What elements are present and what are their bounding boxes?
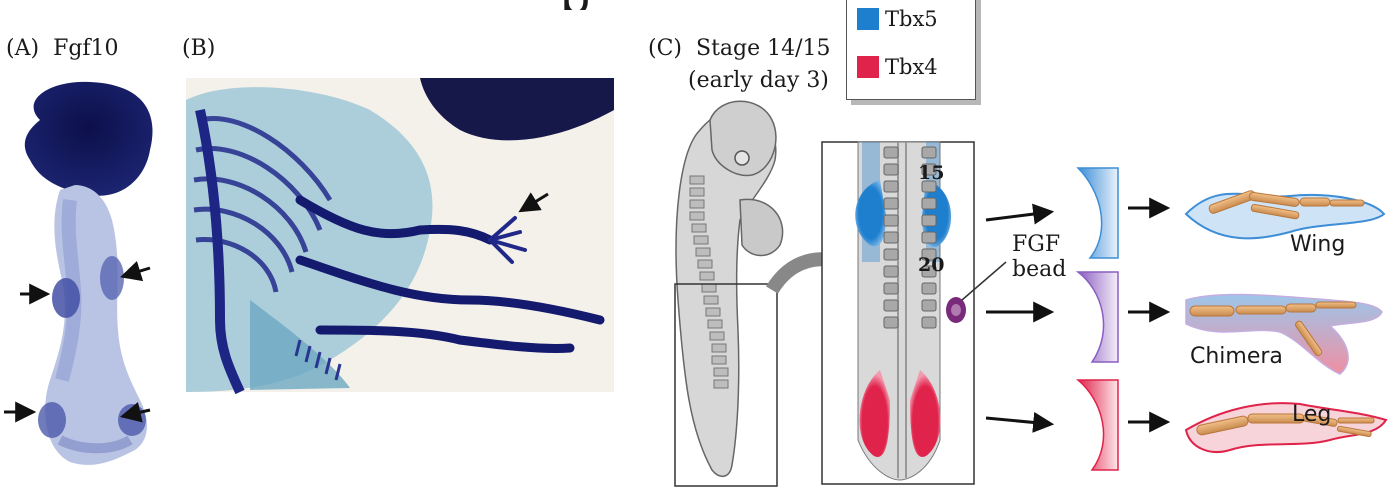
outcome-label-wing: Wing [1290, 232, 1345, 257]
page-heading-fragment: p [0, 0, 1394, 10]
panel-b-photo [186, 78, 614, 392]
panel-c-trunk-diagram [822, 142, 1006, 484]
outcome-label-leg: Leg [1292, 402, 1331, 427]
somite-number-mid: 20 [918, 254, 944, 276]
wing-limb [1186, 190, 1384, 239]
somite-number-top: 15 [918, 162, 944, 184]
limb-bud-sections [1078, 168, 1118, 470]
heading-letter: p [560, 0, 590, 10]
fgf-bead-label: FGF bead [1012, 232, 1066, 283]
leg-limb [1186, 403, 1386, 452]
outcome-label-chimera: Chimera [1190, 344, 1283, 369]
fgf-bead-label-line1: FGF [1012, 232, 1066, 257]
fgf-bead-label-line2: bead [1012, 257, 1066, 282]
